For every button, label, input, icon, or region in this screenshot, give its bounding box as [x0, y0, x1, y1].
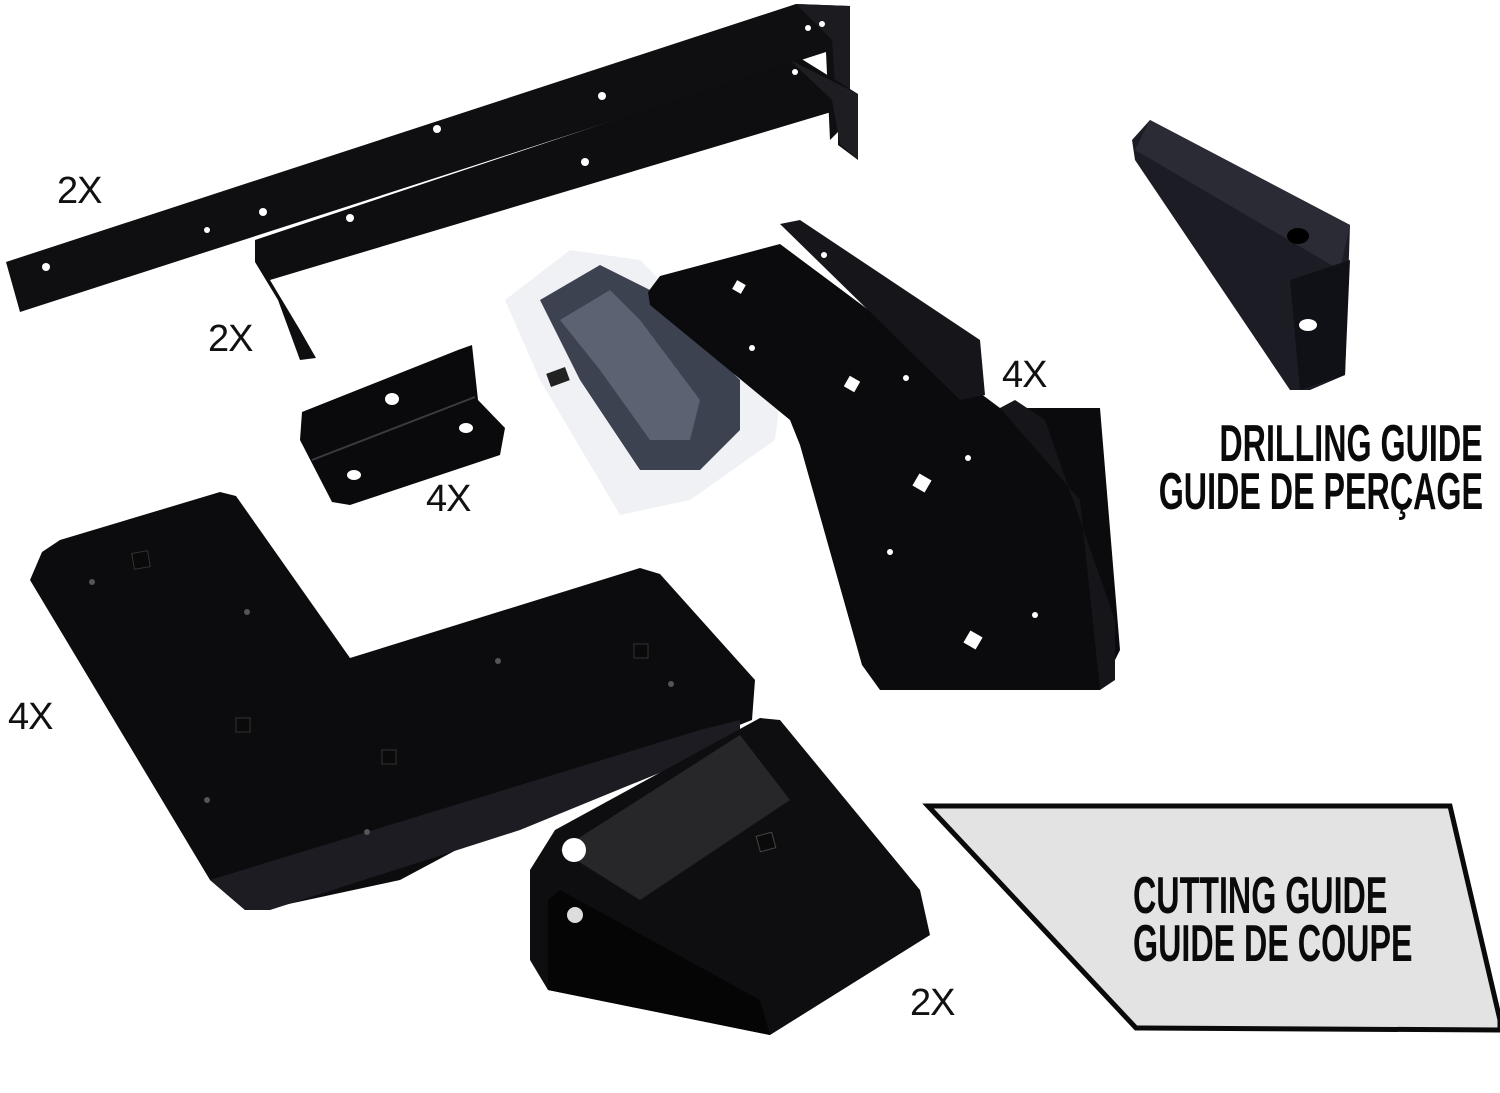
- l-plate-bracket: [30, 492, 755, 910]
- cutting-guide-banner: [922, 803, 1500, 1033]
- drilling-guide-title: DRILLING GUIDE: [1219, 415, 1483, 473]
- u-bracket: [530, 718, 930, 1035]
- hardware-bag: [505, 250, 780, 515]
- small-angle-bracket: [300, 345, 505, 505]
- quantity-label-l-plates: 4X: [8, 696, 53, 738]
- quantity-label-angled-plates: 4X: [1002, 354, 1047, 396]
- drilling-guide-tube: [1132, 120, 1350, 390]
- quantity-label-long-straps: 2X: [57, 170, 102, 212]
- cutting-guide-title-fr: GUIDE DE COUPE: [1133, 915, 1413, 973]
- quantity-label-u-brackets: 2X: [910, 982, 955, 1024]
- quantity-label-l-straps: 2X: [208, 318, 253, 360]
- l-strap-bracket: [204, 58, 858, 360]
- quantity-label-small-angle-brackets: 4X: [426, 478, 471, 520]
- angled-plate-bracket: [648, 220, 1120, 690]
- drilling-guide-title-fr: GUIDE DE PERÇAGE: [1158, 463, 1483, 521]
- cutting-guide-title: CUTTING GUIDE: [1133, 867, 1388, 925]
